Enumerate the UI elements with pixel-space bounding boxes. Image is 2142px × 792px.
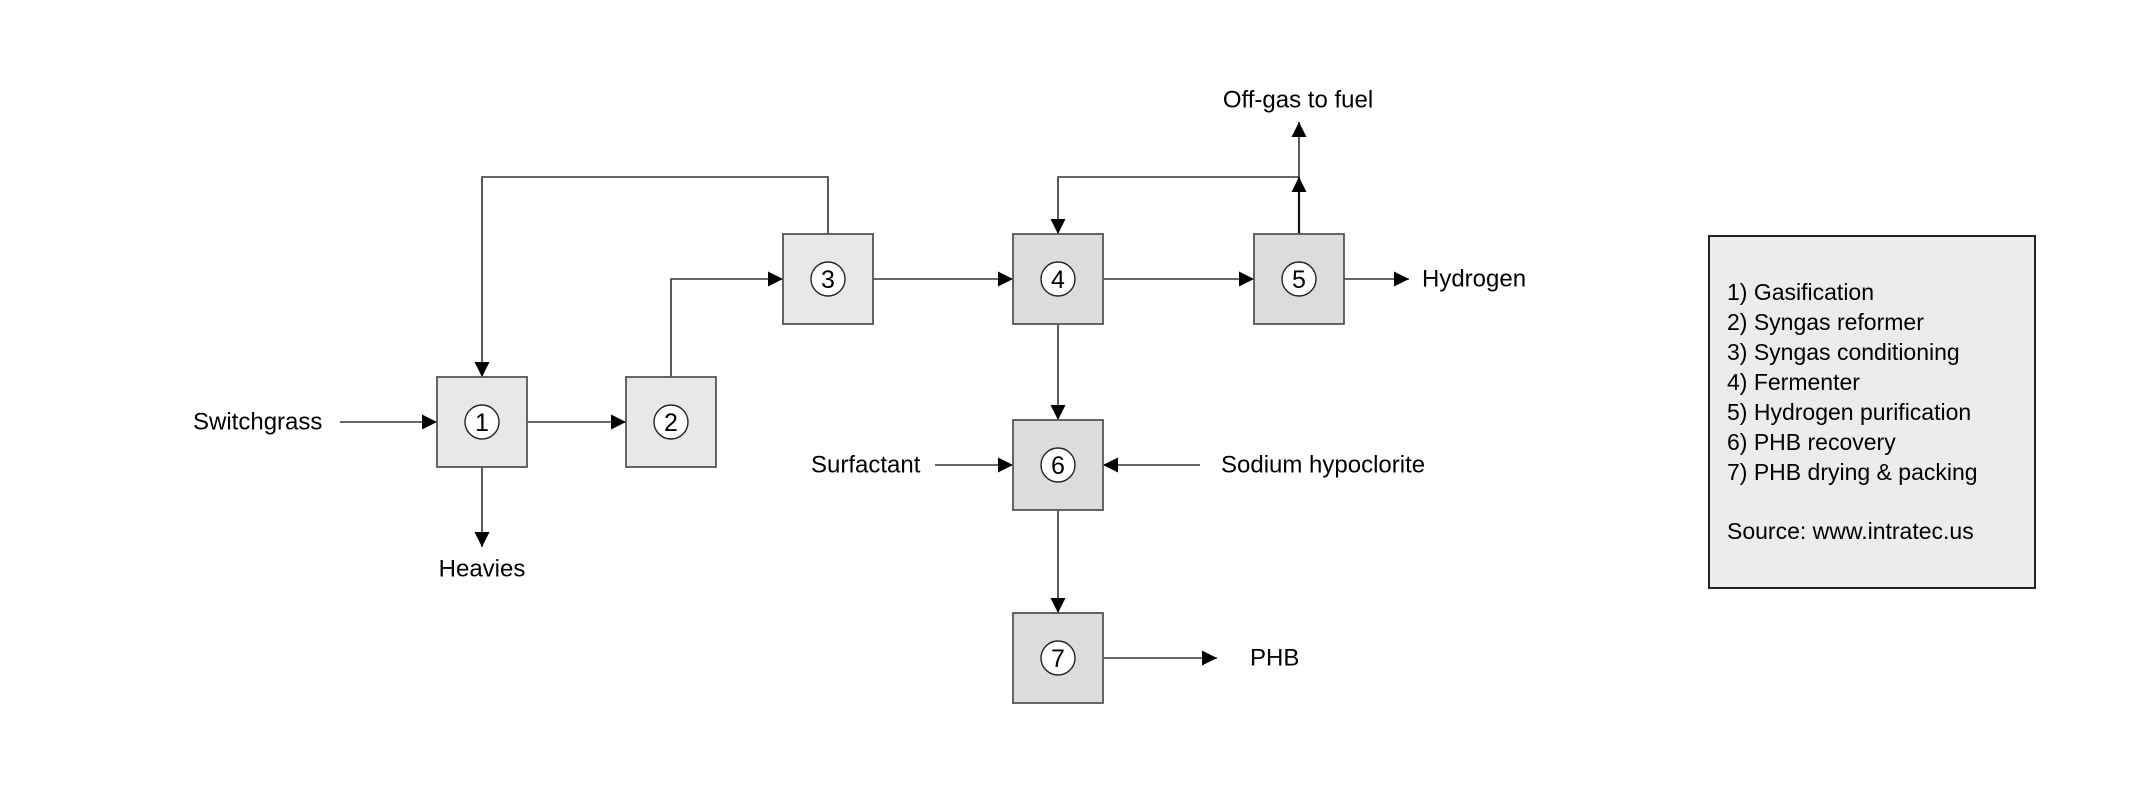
label-switchgrass: Switchgrass — [193, 409, 322, 436]
legend: 1) Gasification 2) Syngas reformer 3) Sy… — [1708, 235, 2036, 589]
unit-5-hydrogen-purification: 5 — [1253, 233, 1345, 325]
unit-number-circle — [1040, 447, 1076, 483]
legend-item: 1) Gasification — [1727, 279, 1874, 305]
unit-number: 1 — [475, 409, 489, 437]
label-sodium-hypoclorite: Sodium hypoclorite — [1221, 452, 1425, 479]
unit-number-circle — [1040, 261, 1076, 297]
unit-number: 3 — [821, 266, 835, 294]
unit-number: 5 — [1292, 266, 1306, 294]
unit-number: 4 — [1051, 266, 1065, 294]
label-hydrogen: Hydrogen — [1422, 266, 1526, 293]
legend-source: Source: www.intratec.us — [1727, 518, 1974, 544]
stream-5-to-4-recycle — [1050, 176, 1299, 234]
unit-number-circle — [810, 261, 846, 297]
unit-4-fermenter: 4 — [1012, 233, 1104, 325]
stream-3-to-1-recycle — [474, 176, 829, 377]
stream-2-to-3 — [670, 271, 783, 377]
legend-item: 6) PHB recovery — [1727, 429, 1896, 455]
legend-item: 2) Syngas reformer — [1727, 309, 1924, 335]
unit-number-circle — [1040, 640, 1076, 676]
unit-2-syngas-reformer: 2 — [625, 376, 717, 468]
legend-item: 3) Syngas conditioning — [1727, 339, 1960, 365]
unit-number-circle — [653, 404, 689, 440]
unit-7-phb-drying-packing: 7 — [1012, 612, 1104, 704]
unit-number: 6 — [1051, 452, 1065, 480]
label-off-gas: Off-gas to fuel — [1223, 87, 1373, 114]
unit-number-circle — [464, 404, 500, 440]
unit-number-circle — [1281, 261, 1317, 297]
unit-number: 2 — [664, 409, 678, 437]
unit-number: 7 — [1051, 645, 1065, 673]
label-surfactant: Surfactant — [811, 452, 921, 479]
label-phb: PHB — [1250, 645, 1299, 672]
unit-1-gasification: 1 — [436, 376, 528, 468]
unit-6-phb-recovery: 6 — [1012, 419, 1104, 511]
label-heavies: Heavies — [439, 556, 526, 583]
legend-item: 4) Fermenter — [1727, 369, 1860, 395]
legend-item: 5) Hydrogen purification — [1727, 399, 1971, 425]
legend-item: 7) PHB drying & packing — [1727, 459, 1978, 485]
legend-box — [1708, 235, 2036, 589]
unit-3-syngas-conditioning: 3 — [782, 233, 874, 325]
connectors — [340, 122, 1409, 666]
